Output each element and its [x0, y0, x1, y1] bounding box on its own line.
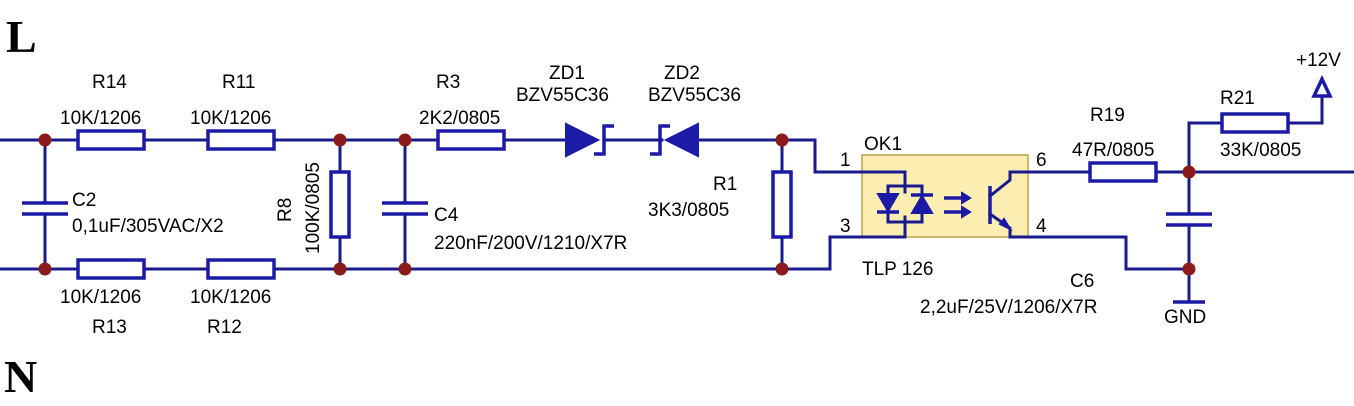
- wires: [0, 94, 1354, 304]
- junction-dot: [38, 262, 52, 276]
- c4-value: 220nF/200V/1210/X7R: [434, 233, 627, 254]
- resistor-r13: 10K/1206 R13: [60, 258, 146, 338]
- gnd-label: GND: [1164, 307, 1206, 328]
- junction-dot: [398, 262, 412, 276]
- r1-value: 3K3/0805: [648, 200, 729, 221]
- c2-value: 0,1uF/305VAC/X2: [72, 216, 224, 237]
- vcc-symbol: +12V: [1296, 50, 1341, 98]
- junction-dot: [1182, 165, 1196, 179]
- junction-dot: [333, 262, 347, 276]
- zener-diode-zd2: ZD2 BZV55C36: [648, 63, 741, 158]
- resistor-r21: R21 33K/0805: [1220, 88, 1301, 161]
- resistor-r19: R19 47R/0805: [1072, 105, 1158, 183]
- resistor-r8: R8 100K/0805: [275, 162, 351, 254]
- junction-dot: [775, 262, 789, 276]
- r11-ref: R11: [222, 72, 255, 93]
- capacitor-c6: C6 2,2uF/25V/1206/X7R: [920, 212, 1212, 318]
- r12-value: 10K/1206: [190, 287, 271, 308]
- r21-value: 33K/0805: [1220, 140, 1301, 161]
- r21-ref: R21: [1220, 88, 1255, 109]
- ok1-pin-3: 3: [840, 216, 851, 237]
- junction-dot: [775, 133, 789, 147]
- ok1-pin-4: 4: [1036, 216, 1047, 237]
- r3-value: 2K2/0805: [419, 108, 500, 129]
- resistor-r14: R14 10K/1206: [60, 72, 146, 151]
- c6-value: 2,2uF/25V/1206/X7R: [920, 297, 1097, 318]
- zd1-ref: ZD1: [549, 63, 585, 84]
- r19-value: 47R/0805: [1072, 140, 1154, 161]
- r8-value: 100K/0805: [303, 162, 324, 254]
- ok1-value: TLP 126: [862, 259, 933, 280]
- junction-dot: [1182, 262, 1196, 276]
- junction-dot: [398, 133, 412, 147]
- optocoupler-ok1: OK1 TLP 126 1 3 6 4: [840, 134, 1047, 280]
- r12-ref: R12: [207, 317, 242, 338]
- r8-ref: R8: [275, 198, 296, 222]
- resistor-r3: R3 2K2/0805: [419, 72, 506, 151]
- r14-ref: R14: [92, 72, 127, 93]
- capacitor-c2: C2 0,1uF/305VAC/X2: [22, 190, 224, 237]
- resistor-r11: R11 10K/1206: [190, 72, 276, 151]
- junctions: [38, 133, 1196, 276]
- resistor-r12: 10K/1206 R12: [190, 258, 276, 338]
- c6-ref: C6: [1070, 271, 1094, 292]
- resistor-r1: R1 3K3/0805: [648, 170, 793, 239]
- r11-value: 10K/1206: [190, 108, 271, 129]
- r3-ref: R3: [436, 72, 460, 93]
- r13-value: 10K/1206: [60, 287, 141, 308]
- junction-dot: [38, 133, 52, 147]
- c4-ref: C4: [434, 205, 459, 226]
- zd2-ref: ZD2: [664, 63, 700, 84]
- vcc-label: +12V: [1296, 50, 1341, 71]
- capacitor-c4: C4 220nF/200V/1210/X7R: [382, 201, 627, 254]
- junction-dot: [333, 133, 347, 147]
- zd1-value: BZV55C36: [516, 85, 609, 106]
- c2-ref: C2: [72, 190, 96, 211]
- zener-diode-zd1: ZD1 BZV55C36: [516, 63, 614, 158]
- ok1-ref: OK1: [864, 134, 902, 155]
- r14-value: 10K/1206: [60, 108, 141, 129]
- ok1-pin-6: 6: [1036, 150, 1047, 171]
- zd2-value: BZV55C36: [648, 85, 741, 106]
- r13-ref: R13: [92, 317, 127, 338]
- ground-symbol: GND: [1164, 300, 1206, 328]
- net-label-neutral: N: [4, 351, 37, 402]
- net-label-line: L: [6, 11, 37, 62]
- r19-ref: R19: [1090, 105, 1125, 126]
- r1-ref: R1: [713, 174, 737, 195]
- ok1-pin-1: 1: [840, 150, 851, 171]
